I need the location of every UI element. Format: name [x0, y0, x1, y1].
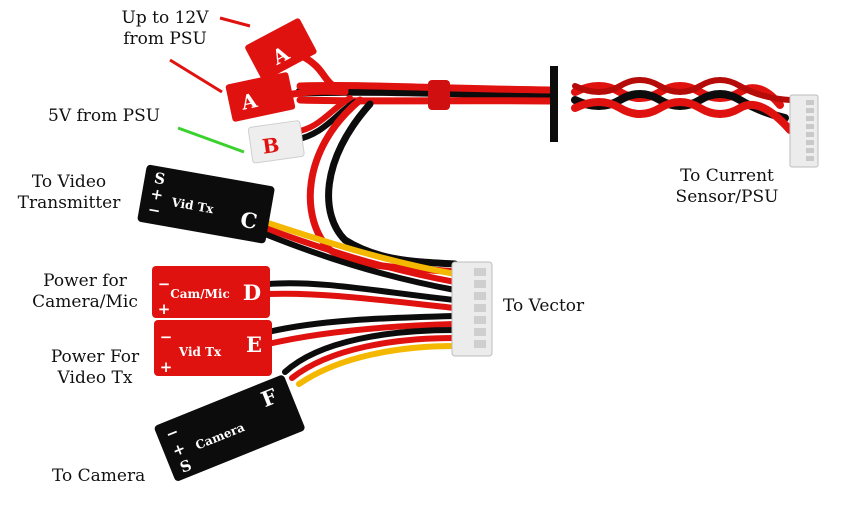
label-5v-from-psu: 5V from PSU — [48, 106, 161, 126]
label-line: Camera/Mic — [32, 292, 138, 312]
connector-e-text: Vid Tx — [178, 345, 222, 359]
wire-c-signal — [262, 219, 458, 277]
label-line: To Video — [31, 172, 107, 192]
wire-f-signal — [296, 343, 458, 387]
pin-label: − — [146, 200, 162, 220]
connector-d: − + Cam/Mic D — [152, 266, 270, 318]
pin-label: S — [153, 169, 167, 189]
label-line: Power For — [50, 347, 140, 367]
wire-d-black — [265, 280, 458, 303]
connector-c: S + − Vid Tx C — [137, 164, 275, 244]
label-line: from PSU — [123, 29, 207, 49]
pin-label: + — [149, 184, 165, 204]
connector-c-letter: C — [238, 207, 259, 235]
trunk-wire-red — [296, 81, 554, 94]
wire-f-black — [282, 327, 458, 375]
label-to-camera: To Camera — [52, 466, 146, 486]
branch-black — [325, 100, 459, 268]
connector-d-text: Cam/Mic — [170, 287, 230, 301]
wire-c-black — [262, 231, 458, 293]
label-line: To Current — [680, 166, 774, 186]
label-to-current-sensor: To Current Sensor/PSU — [662, 166, 792, 208]
trunk-wire-red-2 — [296, 96, 554, 105]
label-to-vector: To Vector — [503, 296, 585, 316]
leader-line-up12v-1 — [219, 16, 251, 28]
label-line: Power for — [43, 271, 127, 291]
label-line: Sensor/PSU — [675, 187, 779, 207]
leader-line-up12v-2 — [169, 58, 223, 94]
pin-label: − — [158, 275, 171, 293]
connector-a-second: A — [225, 72, 296, 122]
wire-a2 — [281, 87, 349, 99]
pin-label: + — [158, 300, 171, 318]
label-power-video-tx: Power For Video Tx — [40, 347, 150, 389]
label-line: Video Tx — [57, 368, 133, 388]
label-line: Up to 12V — [121, 8, 209, 28]
connector-d-letter: D — [243, 280, 261, 305]
leader-line-5v — [177, 126, 245, 154]
wire-d-red — [265, 290, 458, 311]
connector-b-letter: B — [261, 133, 281, 159]
label-up-to-12v: Up to 12V from PSU — [100, 8, 230, 50]
wire-f-red — [289, 335, 458, 381]
connector-f: − + S Camera F — [154, 375, 305, 481]
vector-connector-pins — [474, 268, 486, 348]
break-marker — [550, 66, 558, 142]
heat-shrink-band — [428, 80, 450, 110]
wire-e-red — [265, 321, 458, 347]
label-to-video-transmitter: To Video Transmitter — [8, 172, 130, 214]
pin-label: − — [160, 328, 173, 346]
wire-c-red — [262, 225, 458, 285]
wires — [262, 51, 794, 387]
connector-a-second-letter: A — [238, 88, 260, 115]
connector-e-letter: E — [246, 332, 262, 357]
label-power-camera-mic: Power for Camera/Mic — [22, 271, 148, 313]
pin-label: − — [163, 422, 181, 443]
pin-label: + — [170, 439, 188, 460]
connector-a-top: A — [245, 18, 317, 81]
connector-e: − + Vid Tx E — [154, 320, 272, 376]
pin-label: + — [160, 358, 173, 376]
wire-b-red — [292, 95, 353, 135]
twist-wire-red-c — [572, 77, 793, 103]
wire-e-black — [265, 313, 458, 335]
label-line: Transmitter — [17, 193, 121, 213]
connector-b: B — [247, 120, 305, 164]
current-sensor-pins — [806, 100, 814, 161]
twist-wire-red-b — [571, 98, 794, 134]
